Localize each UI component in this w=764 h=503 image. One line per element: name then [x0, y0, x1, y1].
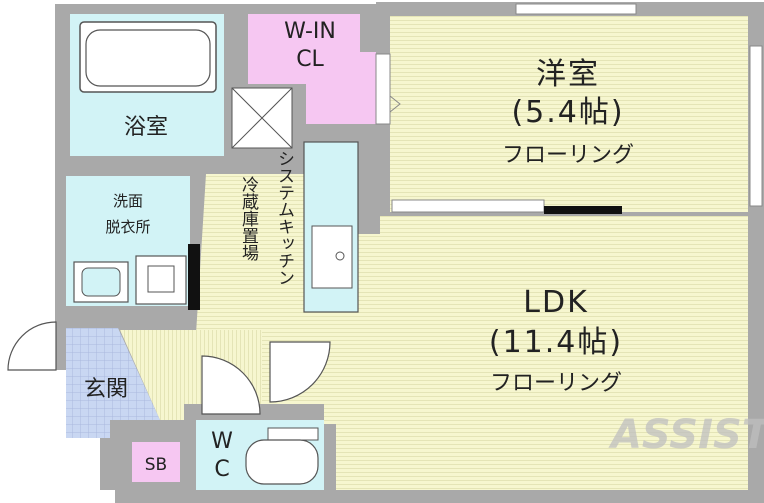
- shoe-box-area: [132, 442, 180, 482]
- ldk-floor: フローリング: [490, 371, 622, 396]
- toilet-door[interactable]: [201, 355, 261, 415]
- entrance-area: [66, 328, 160, 438]
- toilet-bowl: [245, 439, 319, 485]
- western-room-name: 洋室: [536, 57, 600, 92]
- ldk-size: (11.4帖): [489, 325, 623, 360]
- walk-in-closet-label-line2: CL: [296, 47, 324, 72]
- entrance-label: 玄関: [84, 377, 128, 402]
- shoe-box-label: SB: [145, 455, 167, 475]
- ldk-name: LDK: [523, 285, 589, 320]
- kitchen-partition: [188, 244, 200, 310]
- toilet-label-line2: C: [214, 457, 229, 482]
- washbasin-bowl: [81, 267, 121, 297]
- toilet-label-line1: W: [211, 429, 233, 454]
- western-room-window: [515, 3, 637, 15]
- sliding-door-left[interactable]: [391, 199, 545, 213]
- western-room-size: (5.4帖): [511, 95, 624, 130]
- kitchen-sink: [311, 225, 353, 289]
- kitchen-faucet: [335, 251, 345, 261]
- western-room-floor: フローリング: [502, 143, 634, 168]
- western-room-door-swing: [389, 95, 401, 113]
- walk-in-closet-area: [248, 14, 376, 124]
- fridge-space-cross: [231, 87, 293, 149]
- bathtub-inner: [85, 29, 211, 87]
- watermark-logo: ASSIST: [608, 412, 764, 458]
- western-room-door[interactable]: [375, 53, 391, 125]
- entrance-door[interactable]: [7, 321, 57, 371]
- toilet-tank: [267, 427, 319, 441]
- kitchen-label: システムキッチン: [274, 150, 294, 286]
- washroom-label-line1: 洗面: [113, 192, 143, 210]
- sliding-door-right[interactable]: [544, 206, 622, 214]
- washing-machine-drain: [147, 265, 175, 293]
- washroom-label-line2: 脱衣所: [105, 218, 150, 236]
- ldk-door[interactable]: [269, 341, 331, 403]
- western-room-area: [390, 16, 748, 212]
- fridge-space-label: 冷蔵庫置場: [238, 176, 259, 262]
- washing-machine-pan: [135, 255, 187, 305]
- bathroom-label: 浴室: [124, 115, 168, 140]
- walk-in-closet-label-line1: W-IN: [284, 19, 336, 44]
- western-room-side-window: [749, 45, 763, 207]
